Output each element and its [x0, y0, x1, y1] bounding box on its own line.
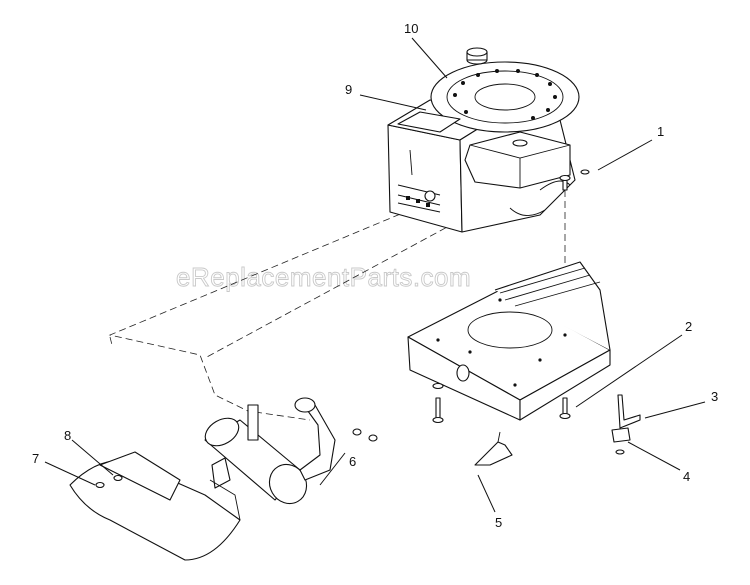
callout-7: 7: [32, 451, 39, 466]
leader-lines: [44, 37, 706, 513]
bolts: [432, 382, 571, 424]
bolt-top: [559, 169, 590, 191]
callout-5: 5: [495, 515, 502, 530]
callout-9: 9: [345, 82, 352, 97]
callout-8: 8: [64, 428, 71, 443]
callout-10: 10: [404, 21, 418, 36]
callout-2: 2: [685, 319, 692, 334]
mounting-plate: [407, 261, 611, 421]
callout-6: 6: [349, 454, 356, 469]
muffler: [204, 397, 378, 505]
engine: [387, 47, 580, 233]
link-rod: [474, 431, 513, 466]
callout-3: 3: [711, 389, 718, 404]
watermark-text: eReplacementParts.com: [176, 262, 471, 292]
heat-shield: [69, 451, 241, 561]
throttle-bracket: [611, 394, 641, 455]
callouts: 10 9 1 2 3 4 5 6 7 8: [32, 21, 718, 530]
callout-4: 4: [683, 469, 690, 484]
callout-1: 1: [657, 124, 664, 139]
